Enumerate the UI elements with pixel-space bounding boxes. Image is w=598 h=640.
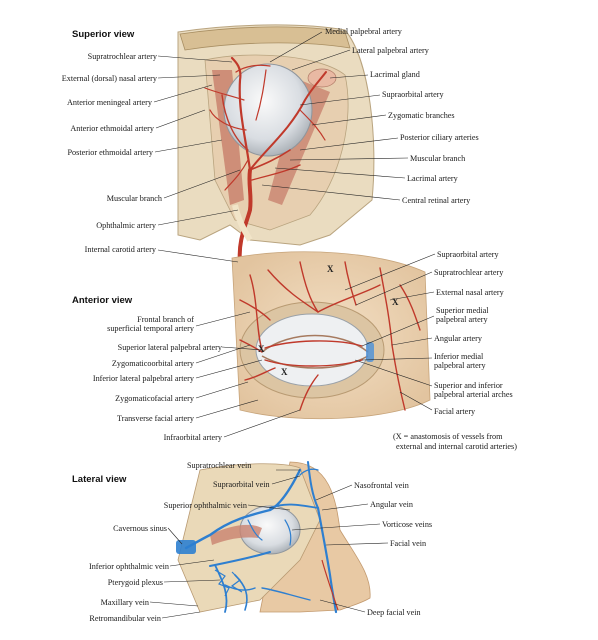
label-vorticose-veins: Vorticose veins	[382, 520, 433, 529]
lateral-view-illustration	[176, 461, 371, 614]
label-supratrochlear-vein: Supratrochlear vein	[187, 461, 252, 470]
label-transverse-facial-artery: Transverse facial artery	[117, 414, 194, 423]
label-frontal-branch-line1: Frontal branch of	[137, 315, 194, 324]
label-lacrimal-artery: Lacrimal artery	[407, 174, 458, 183]
label-ophthalmic-artery: Ophthalmic artery	[96, 221, 156, 230]
label-deep-facial-vein: Deep facial vein	[367, 608, 421, 617]
label-inferior-ophthalmic-vein: Inferior ophthalmic vein	[88, 562, 169, 571]
label-supraorbital-artery: Supraorbital artery	[382, 90, 444, 99]
label-pterygoid-plexus: Pterygoid plexus	[107, 578, 163, 587]
label-superior-ophthalmic-vein: Superior ophthalmic vein	[163, 501, 247, 510]
label-medial-palpebral-artery: Medial palpebral artery	[325, 27, 402, 36]
label-ant-supraorbital-artery: Supraorbital artery	[437, 250, 499, 259]
label-superior-medial-palpebral-line1: Superior medial	[436, 306, 489, 315]
label-zygomatic-branches: Zygomatic branches	[388, 111, 455, 120]
heading-anterior-view: Anterior view	[72, 295, 133, 306]
label-external-nasal-artery: External nasal artery	[436, 288, 504, 297]
label-palpebral-arches-line2: palpebral arterial arches	[434, 390, 513, 399]
legend-note-line1: (X = anastomosis of vessels from	[393, 432, 503, 441]
label-maxillary-vein: Maxillary vein	[100, 598, 149, 607]
heading-superior-view: Superior view	[72, 29, 135, 40]
label-retromandibular-vein: Retromandibular vein	[89, 614, 161, 623]
label-frontal-branch-line2: superficial temporal artery	[107, 324, 194, 333]
label-superior-medial-palpebral-line2: palpebral artery	[436, 315, 488, 324]
label-external-nasal-artery: External (dorsal) nasal artery	[61, 74, 157, 83]
label-palpebral-arches-line1: Superior and inferior	[434, 381, 503, 390]
label-inferior-lateral-palpebral: Inferior lateral palpebral artery	[92, 374, 194, 383]
label-anterior-meningeal-artery: Anterior meningeal artery	[66, 98, 152, 107]
anterior-view-illustration	[231, 251, 431, 420]
label-anterior-ethmoidal-artery: Anterior ethmoidal artery	[70, 124, 154, 133]
label-muscular-branch-right: Muscular branch	[410, 154, 466, 163]
label-superior-lateral-palpebral: Superior lateral palpebral artery	[117, 343, 222, 352]
x-mark: X	[281, 367, 288, 377]
label-posterior-ethmoidal-artery: Posterior ethmoidal artery	[67, 148, 154, 157]
label-zygomaticoorbital-artery: Zygomaticoorbital artery	[111, 359, 194, 368]
label-inferior-medial-palpebral-line1: Inferior medial	[434, 352, 484, 361]
label-zygomaticofacial-artery: Zygomaticofacial artery	[115, 394, 194, 403]
label-central-retinal-artery: Central retinal artery	[402, 196, 471, 205]
heading-lateral-view: Lateral view	[72, 474, 127, 485]
label-cavernous-sinus: Cavernous sinus	[113, 524, 167, 533]
x-mark: X	[327, 264, 334, 274]
label-inferior-medial-palpebral-line2: palpebral artery	[434, 361, 486, 370]
label-ant-supratrochlear-artery: Supratrochlear artery	[434, 268, 504, 277]
label-lacrimal-gland: Lacrimal gland	[370, 70, 420, 79]
x-mark: X	[392, 297, 399, 307]
leader-lines	[149, 31, 436, 619]
label-angular-artery: Angular artery	[434, 334, 482, 343]
legend-note-line2: external and internal carotid arteries)	[396, 442, 517, 451]
label-nasofrontal-vein: Nasofrontal vein	[354, 481, 409, 490]
label-supratrochlear-artery: Supratrochlear artery	[87, 52, 157, 61]
superior-view-illustration	[177, 24, 375, 267]
label-facial-vein: Facial vein	[390, 539, 427, 548]
anastomosis-marks: X X X X	[258, 264, 399, 377]
label-internal-carotid-artery: Internal carotid artery	[84, 245, 156, 254]
label-facial-artery: Facial artery	[434, 407, 476, 416]
label-infraorbital-artery: Infraorbital artery	[163, 433, 222, 442]
label-muscular-branch-left: Muscular branch	[106, 194, 162, 203]
label-angular-vein: Angular vein	[370, 500, 413, 509]
label-supraorbital-vein: Supraorbital vein	[213, 480, 270, 489]
x-mark: X	[258, 344, 265, 354]
label-posterior-ciliary-arteries: Posterior ciliary arteries	[400, 133, 479, 142]
label-lateral-palpebral-artery: Lateral palpebral artery	[352, 46, 429, 55]
